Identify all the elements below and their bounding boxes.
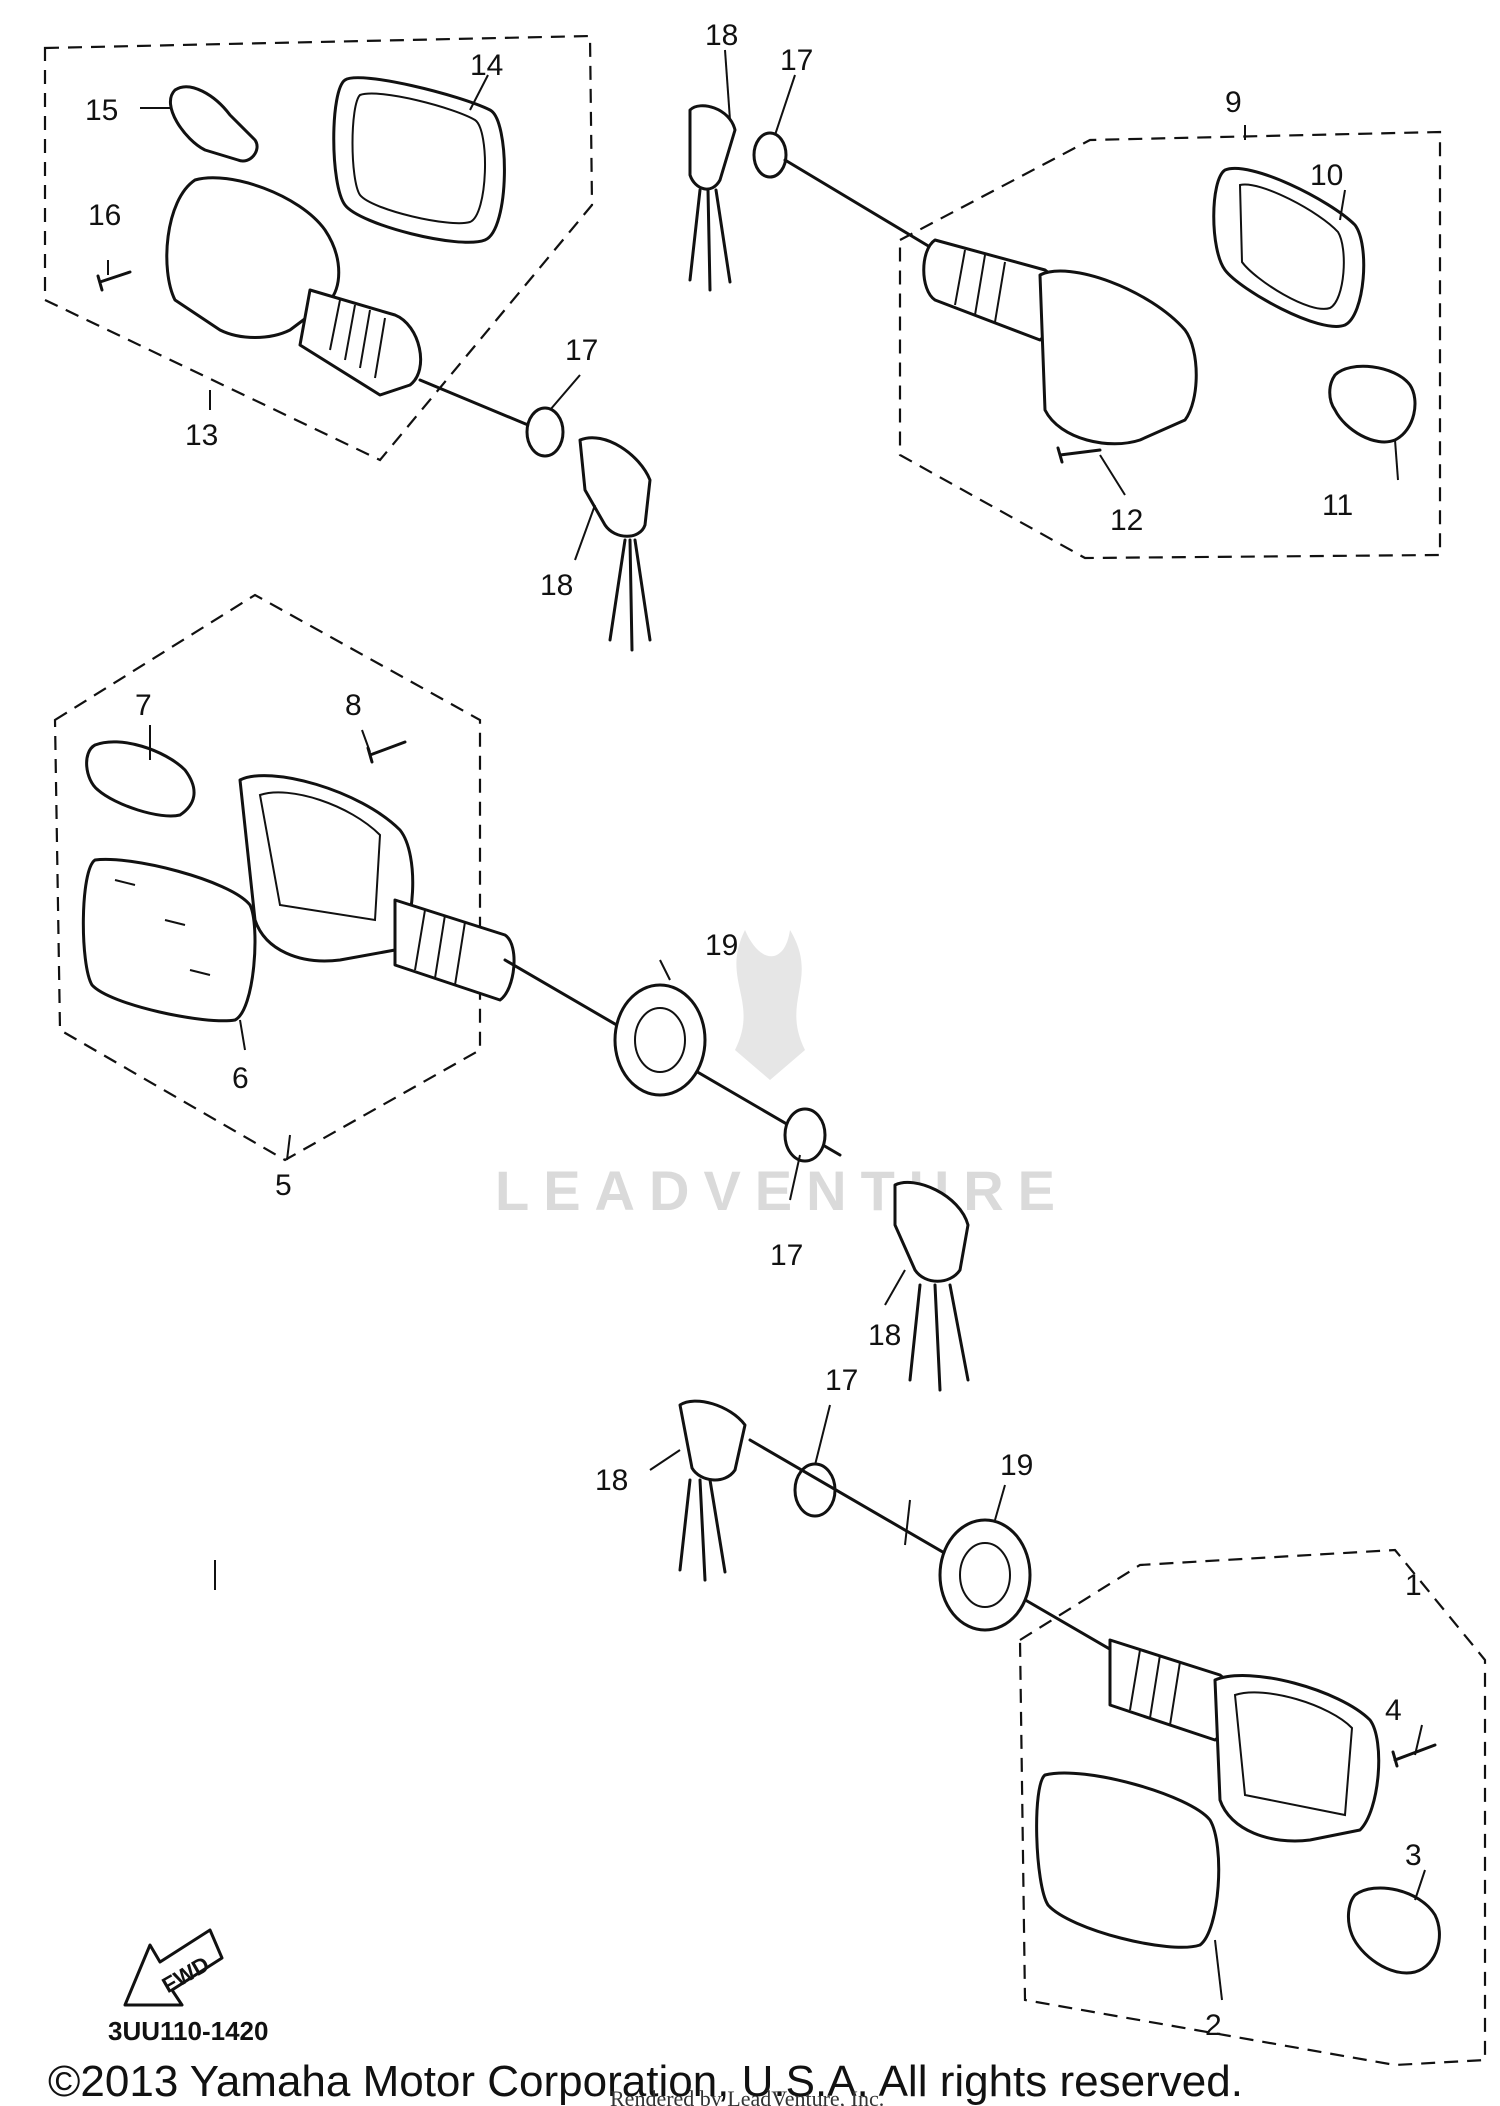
rendered-by-text: Rendered by LeadVenture, Inc. (610, 2086, 884, 2106)
assembly-1 (678, 1399, 1487, 2067)
callout-13: 13 (185, 419, 218, 452)
callout-12: 12 (1110, 504, 1143, 537)
callout-1: 1 (1405, 1569, 1422, 1602)
copyright-text: ©2013 Yamaha Motor Corporation, U.S.A. A… (48, 2057, 1243, 2106)
callout-6: 6 (232, 1062, 249, 1095)
callout-18d: 18 (595, 1464, 628, 1497)
assembly-13 (43, 34, 652, 652)
callout-19: 19 (705, 929, 738, 962)
callout-18b: 18 (705, 19, 738, 52)
callout-9: 9 (1225, 86, 1242, 119)
callout-8: 8 (345, 689, 362, 722)
assembly-5 (53, 593, 516, 1162)
callout-15: 15 (85, 94, 118, 127)
callout-18: 18 (540, 569, 573, 602)
callout-2: 2 (1205, 2009, 1222, 2042)
callout-3: 3 (1405, 1839, 1422, 1872)
part-code: 3UU110-1420 (108, 2016, 268, 2046)
leader-lines (107, 49, 1426, 2001)
watermark-text: LEADVENTURE (495, 1159, 1069, 1222)
callout-4: 4 (1385, 1694, 1402, 1727)
callouts: 1 2 3 4 5 6 7 8 9 10 11 12 13 14 15 16 1… (85, 19, 1422, 2042)
callout-14: 14 (470, 49, 503, 82)
callout-17d: 17 (825, 1364, 858, 1397)
callout-7: 7 (135, 689, 152, 722)
callout-17: 17 (565, 334, 598, 367)
callout-17c: 17 (770, 1239, 803, 1272)
callout-17b: 17 (780, 44, 813, 77)
callout-19b: 19 (1000, 1449, 1033, 1482)
middle-wire (503, 958, 970, 1392)
assembly-9 (688, 104, 1442, 560)
callout-10: 10 (1310, 159, 1343, 192)
callout-18c: 18 (868, 1319, 901, 1352)
watermark: LEADVENTURE (495, 930, 1069, 1222)
callout-11: 11 (1322, 489, 1353, 522)
fwd-arrow-icon: FWD (123, 1928, 224, 2007)
callout-5: 5 (275, 1169, 292, 1202)
callout-16: 16 (88, 199, 121, 232)
